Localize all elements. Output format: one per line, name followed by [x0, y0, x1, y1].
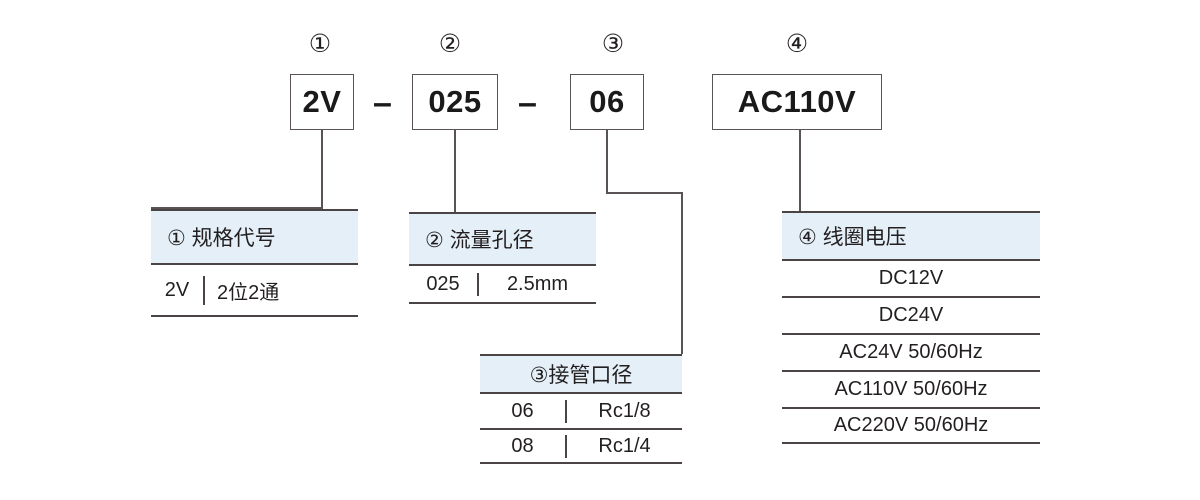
legend-1-row-1-desc: 2位2通 — [203, 275, 358, 305]
legend-4-row-4-desc: AC110V 50/60Hz — [834, 378, 988, 400]
leader-line-1-vertical — [321, 130, 323, 209]
legend-3-row-2: 08 Rc1/4 — [480, 428, 682, 464]
code-segment-4[interactable]: AC110V — [712, 74, 882, 130]
legend-3-row-1: 06 Rc1/8 — [480, 392, 682, 428]
legend-4-row-4: AC110V 50/60Hz — [782, 370, 1040, 407]
leader-line-3-vertical-lower — [681, 192, 683, 354]
legend-table-3: ③接管口径 06 Rc1/8 08 Rc1/4 — [480, 354, 682, 464]
legend-4-header-row: ④ 线圈电压 — [782, 211, 1040, 259]
code-separator-1: – — [373, 84, 392, 122]
legend-1-header-label: ① 规格代号 — [167, 227, 276, 250]
legend-table-1: ① 规格代号 2V 2位2通 — [151, 209, 358, 317]
legend-2-row-1: 025 2.5mm — [409, 264, 596, 304]
legend-1-header-row: ① 规格代号 — [151, 209, 358, 263]
legend-3-header-row: ③接管口径 — [480, 354, 682, 392]
marker-4-icon: ④ — [785, 30, 809, 58]
legend-4-row-5-desc: AC220V 50/60Hz — [833, 414, 989, 436]
legend-2-row-1-code: 025 — [426, 272, 460, 295]
legend-1-row-1-code: 2V — [164, 278, 190, 301]
code-segment-3[interactable]: 06 — [570, 74, 644, 130]
leader-line-2-vertical — [454, 130, 456, 212]
code-segment-2[interactable]: 025 — [412, 74, 498, 130]
legend-table-4: ④ 线圈电压 DC12V DC24V AC24V 50/60Hz AC110V … — [782, 211, 1040, 444]
code-segment-1[interactable]: 2V — [290, 74, 354, 130]
legend-3-header-label: ③接管口径 — [529, 364, 633, 387]
legend-3-row-2-code: 08 — [511, 434, 534, 457]
legend-3-row-1-code: 06 — [511, 399, 534, 422]
code-separator-2: – — [518, 84, 537, 122]
marker-1-icon: ① — [308, 30, 332, 58]
legend-4-row-3-desc: AC24V 50/60Hz — [839, 341, 983, 363]
legend-4-header-label: ④ 线圈电压 — [798, 226, 907, 249]
legend-4-row-2: DC24V — [782, 296, 1040, 333]
marker-2-icon: ② — [438, 30, 462, 58]
leader-line-1-horizontal — [151, 207, 323, 209]
legend-2-row-1-desc: 2.5mm — [477, 272, 596, 296]
legend-3-row-2-desc: Rc1/4 — [565, 434, 682, 458]
legend-4-row-2-desc: DC24V — [878, 304, 944, 326]
legend-4-row-3: AC24V 50/60Hz — [782, 333, 1040, 370]
legend-table-2: ② 流量孔径 025 2.5mm — [409, 212, 596, 304]
legend-2-header-label: ② 流量孔径 — [425, 229, 534, 252]
leader-line-3-horizontal — [606, 192, 682, 194]
leader-line-4-vertical — [799, 130, 801, 212]
legend-2-header-row: ② 流量孔径 — [409, 212, 596, 264]
legend-4-row-1-desc: DC12V — [878, 267, 944, 289]
marker-3-icon: ③ — [601, 30, 625, 58]
legend-4-row-5: AC220V 50/60Hz — [782, 407, 1040, 444]
leader-line-3-vertical-upper — [606, 130, 608, 193]
legend-4-row-1: DC12V — [782, 259, 1040, 296]
legend-3-row-1-desc: Rc1/8 — [565, 399, 682, 423]
legend-1-row-1: 2V 2位2通 — [151, 263, 358, 317]
